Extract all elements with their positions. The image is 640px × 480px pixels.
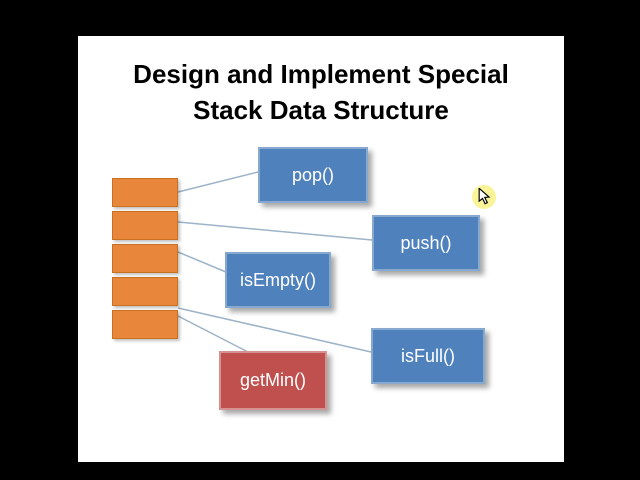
stack-cell [112,211,178,240]
method-label-pop: pop() [291,164,335,185]
stack-cell [112,178,178,207]
method-box-isempty: isEmpty() [225,252,331,308]
method-label-push: push() [400,232,452,253]
method-box-pop: pop() [258,147,368,203]
stack-cell [112,244,178,273]
stack-cell [112,310,178,339]
method-label-getmin: getMin() [239,370,306,390]
stack-cell [112,277,178,306]
title-line-2: Stack Data Structure [193,95,449,125]
method-box-push: push() [372,215,480,271]
title-line-1: Design and Implement Special [133,59,509,89]
slide-title: Design and Implement Special Stack Data … [78,56,564,128]
method-label-isempty: isEmpty() [240,269,316,290]
method-box-getmin: getMin() [219,351,327,410]
stack-diagram [112,178,178,339]
method-box-isfull: isFull() [371,328,485,384]
mouse-cursor-icon [478,188,491,205]
method-label-isfull: isFull() [401,345,455,366]
